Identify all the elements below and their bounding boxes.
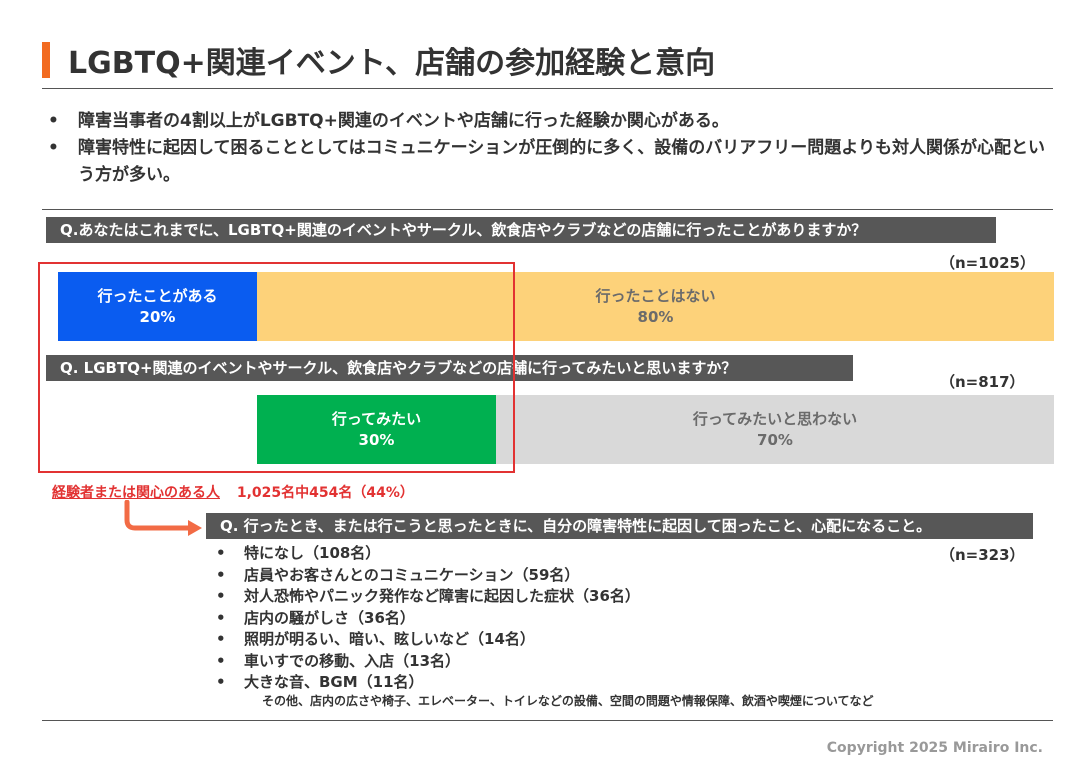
q1-bar-not-experienced-label: 行ったことはない (595, 286, 716, 305)
q2-bar-not-interested-pct: 70% (757, 430, 793, 449)
q2-bar-interested: 行ってみたい 30% (257, 395, 496, 464)
q1-question-banner: Q.あなたはこれまでに、LGBTQ+関連のイベントやサークル、飲食店やクラブなど… (46, 217, 996, 243)
q1-bar-not-experienced-pct: 80% (637, 307, 674, 326)
list-item: 大きな音、BGM（11名） (214, 672, 814, 694)
q2-bar-not-interested-label: 行ってみたいと思わない (692, 409, 858, 428)
summary-bullet: 障害特性に起因して困ることとしてはコミュニケーションが圧倒的に多く、設備のバリア… (48, 135, 1053, 189)
callout-arrow-icon (124, 500, 202, 536)
callout-label: 経験者または関心のある人 (52, 485, 220, 501)
highlight-frame (38, 262, 515, 473)
list-item: 車いすでの移動、入店（13名） (214, 651, 814, 673)
q3-sample-size: （n=323） (940, 546, 1025, 564)
q2-bar-interested-label: 行ってみたい (331, 409, 422, 428)
section-divider (42, 209, 1053, 210)
q3-question-banner: Q. 行ったとき、または行こうと思ったときに、自分の障害特性に起因して困ったこと… (206, 513, 1033, 539)
list-item: 店員やお客さんとのコミュニケーション（59名） (214, 565, 814, 587)
summary-bullet: 障害当事者の4割以上がLGBTQ+関連のイベントや店舗に行った経験か関心がある。 (48, 108, 1053, 135)
q1-bar-experienced-pct: 20% (139, 307, 176, 326)
q2-bar-not-interested: 行ってみたいと思わない 70% (496, 395, 1054, 464)
q1-bar-not-experienced: 行ったことはない 80% (257, 272, 1054, 341)
q3-reason-list: 特になし（108名） 店員やお客さんとのコミュニケーション（59名） 対人恐怖や… (214, 543, 814, 694)
q1-sample-size: （n=1025） (940, 254, 1035, 272)
callout-detail: 1,025名中454名（44%） (236, 485, 414, 501)
q2-question-banner: Q. LGBTQ+関連のイベントやサークル、飲食店やクラブなどの店舗に行ってみた… (46, 355, 853, 381)
list-item: 特になし（108名） (214, 543, 814, 565)
title-divider (42, 88, 1053, 89)
callout-text: 経験者または関心のある人 1,025名中454名（44%） (52, 482, 414, 502)
q1-bar-experienced: 行ったことがある 20% (58, 272, 257, 341)
q2-bar-interested-pct: 30% (358, 430, 395, 449)
list-item: 店内の騒がしさ（36名） (214, 608, 814, 630)
summary-bullets: 障害当事者の4割以上がLGBTQ+関連のイベントや店舗に行った経験か関心がある。… (48, 108, 1053, 189)
q3-other-note: その他、店内の広さや椅子、エレベーター、トイレなどの設備、空間の問題や情報保障、… (262, 694, 874, 708)
copyright: Copyright 2025 Mirairo Inc. (826, 740, 1043, 756)
page-title: LGBTQ+関連イベント、店舗の参加経験と意向 (68, 46, 716, 81)
q2-sample-size: （n=817） (940, 373, 1025, 391)
footer-divider (42, 720, 1053, 721)
list-item: 対人恐怖やパニック発作など障害に起因した症状（36名） (214, 586, 814, 608)
list-item: 照明が明るい、暗い、眩しいなど（14名） (214, 629, 814, 651)
q1-bar-experienced-label: 行ったことがある (97, 286, 218, 305)
title-accent-bar (42, 42, 50, 78)
